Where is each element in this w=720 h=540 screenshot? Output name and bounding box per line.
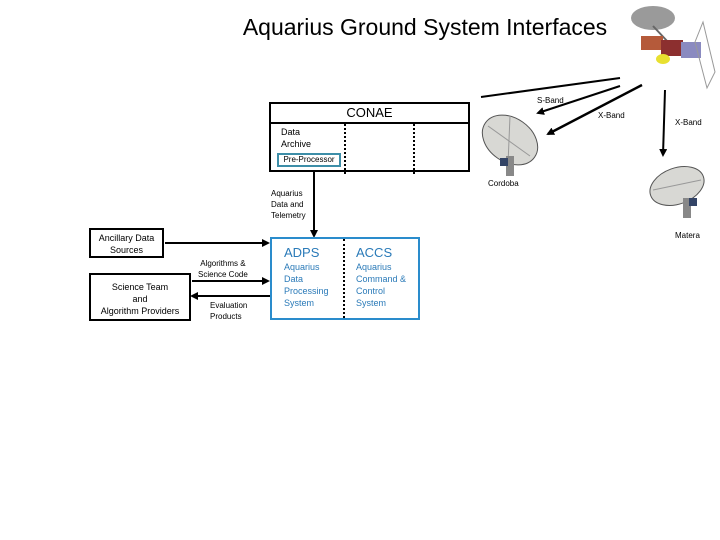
- algorithms-label: Algorithms & Science Code: [198, 258, 248, 280]
- conae-box: CONAE Data Archive Pre-Processor: [269, 102, 470, 174]
- x-band-matera-arrow: [659, 89, 668, 157]
- adps-accs-box: ADPS Aquarius Data Processing System ACC…: [270, 237, 420, 320]
- data-archive-line2: Archive: [281, 139, 312, 149]
- uplink-line: [480, 77, 621, 98]
- science-team-box: Science Team and Algorithm Providers: [89, 273, 191, 321]
- accs-title: ACCS: [356, 245, 393, 260]
- accs-line3: Control: [356, 286, 386, 296]
- x-band-cordoba-label: X-Band: [598, 111, 625, 120]
- s-band-label: S-Band: [537, 96, 564, 105]
- x-band-cordoba-arrow: [546, 83, 643, 136]
- adps-title: ADPS: [284, 245, 320, 260]
- conae-divider-1: [344, 124, 346, 174]
- evaluation-label: Evaluation Products: [210, 300, 247, 322]
- science-team-line1: Science Team: [111, 282, 169, 292]
- page-title: Aquarius Ground System Interfaces: [0, 14, 720, 41]
- science-team-line2: and: [132, 294, 148, 304]
- evaluation-line2: Products: [210, 312, 242, 321]
- pre-processor-box: Pre-Processor: [277, 153, 341, 167]
- science-team-line3: Algorithm Providers: [100, 306, 180, 316]
- accs-line2: Command &: [356, 274, 407, 284]
- matera-label: Matera: [675, 231, 700, 240]
- ancillary-line1: Ancillary Data: [98, 233, 155, 243]
- telemetry-line2: Data and: [271, 200, 304, 209]
- adps-section: ADPS Aquarius Data Processing System: [284, 245, 329, 309]
- ancillary-line2: Sources: [109, 245, 144, 255]
- matera-dish-icon: [645, 160, 707, 222]
- adps-line2: Data: [284, 274, 304, 284]
- adps-accs-divider: [343, 239, 345, 318]
- cordoba-dish-icon: [478, 108, 548, 178]
- telemetry-line3: Telemetry: [271, 211, 306, 220]
- accs-line4: System: [356, 298, 387, 308]
- evaluation-line1: Evaluation: [210, 301, 248, 310]
- satellite-icon: [623, 2, 718, 90]
- title-text: Aquarius Ground System Interfaces: [242, 14, 608, 40]
- cordoba-label: Cordoba: [488, 179, 519, 188]
- conae-header: CONAE: [271, 104, 468, 124]
- adps-line1: Aquarius: [284, 262, 320, 272]
- conae-label: CONAE: [346, 105, 393, 120]
- algorithms-line2: Science Code: [198, 270, 248, 279]
- telemetry-label: Aquarius Data and Telemetry: [271, 188, 306, 221]
- s-band-arrow: [536, 85, 621, 115]
- ancillary-data-sources-box: Ancillary Data Sources: [89, 228, 164, 258]
- x-band-matera-label: X-Band: [675, 118, 702, 127]
- accs-section: ACCS Aquarius Command & Control System: [356, 245, 406, 309]
- telemetry-line1: Aquarius: [271, 189, 303, 198]
- data-archive-line1: Data: [281, 127, 301, 137]
- conae-divider-2: [413, 124, 415, 174]
- accs-line1: Aquarius: [356, 262, 392, 272]
- pre-processor-label: Pre-Processor: [283, 155, 335, 164]
- algorithms-line1: Algorithms &: [200, 259, 246, 268]
- data-archive-label: Data Archive: [281, 126, 311, 150]
- adps-line3: Processing: [284, 286, 329, 296]
- adps-line4: System: [284, 298, 315, 308]
